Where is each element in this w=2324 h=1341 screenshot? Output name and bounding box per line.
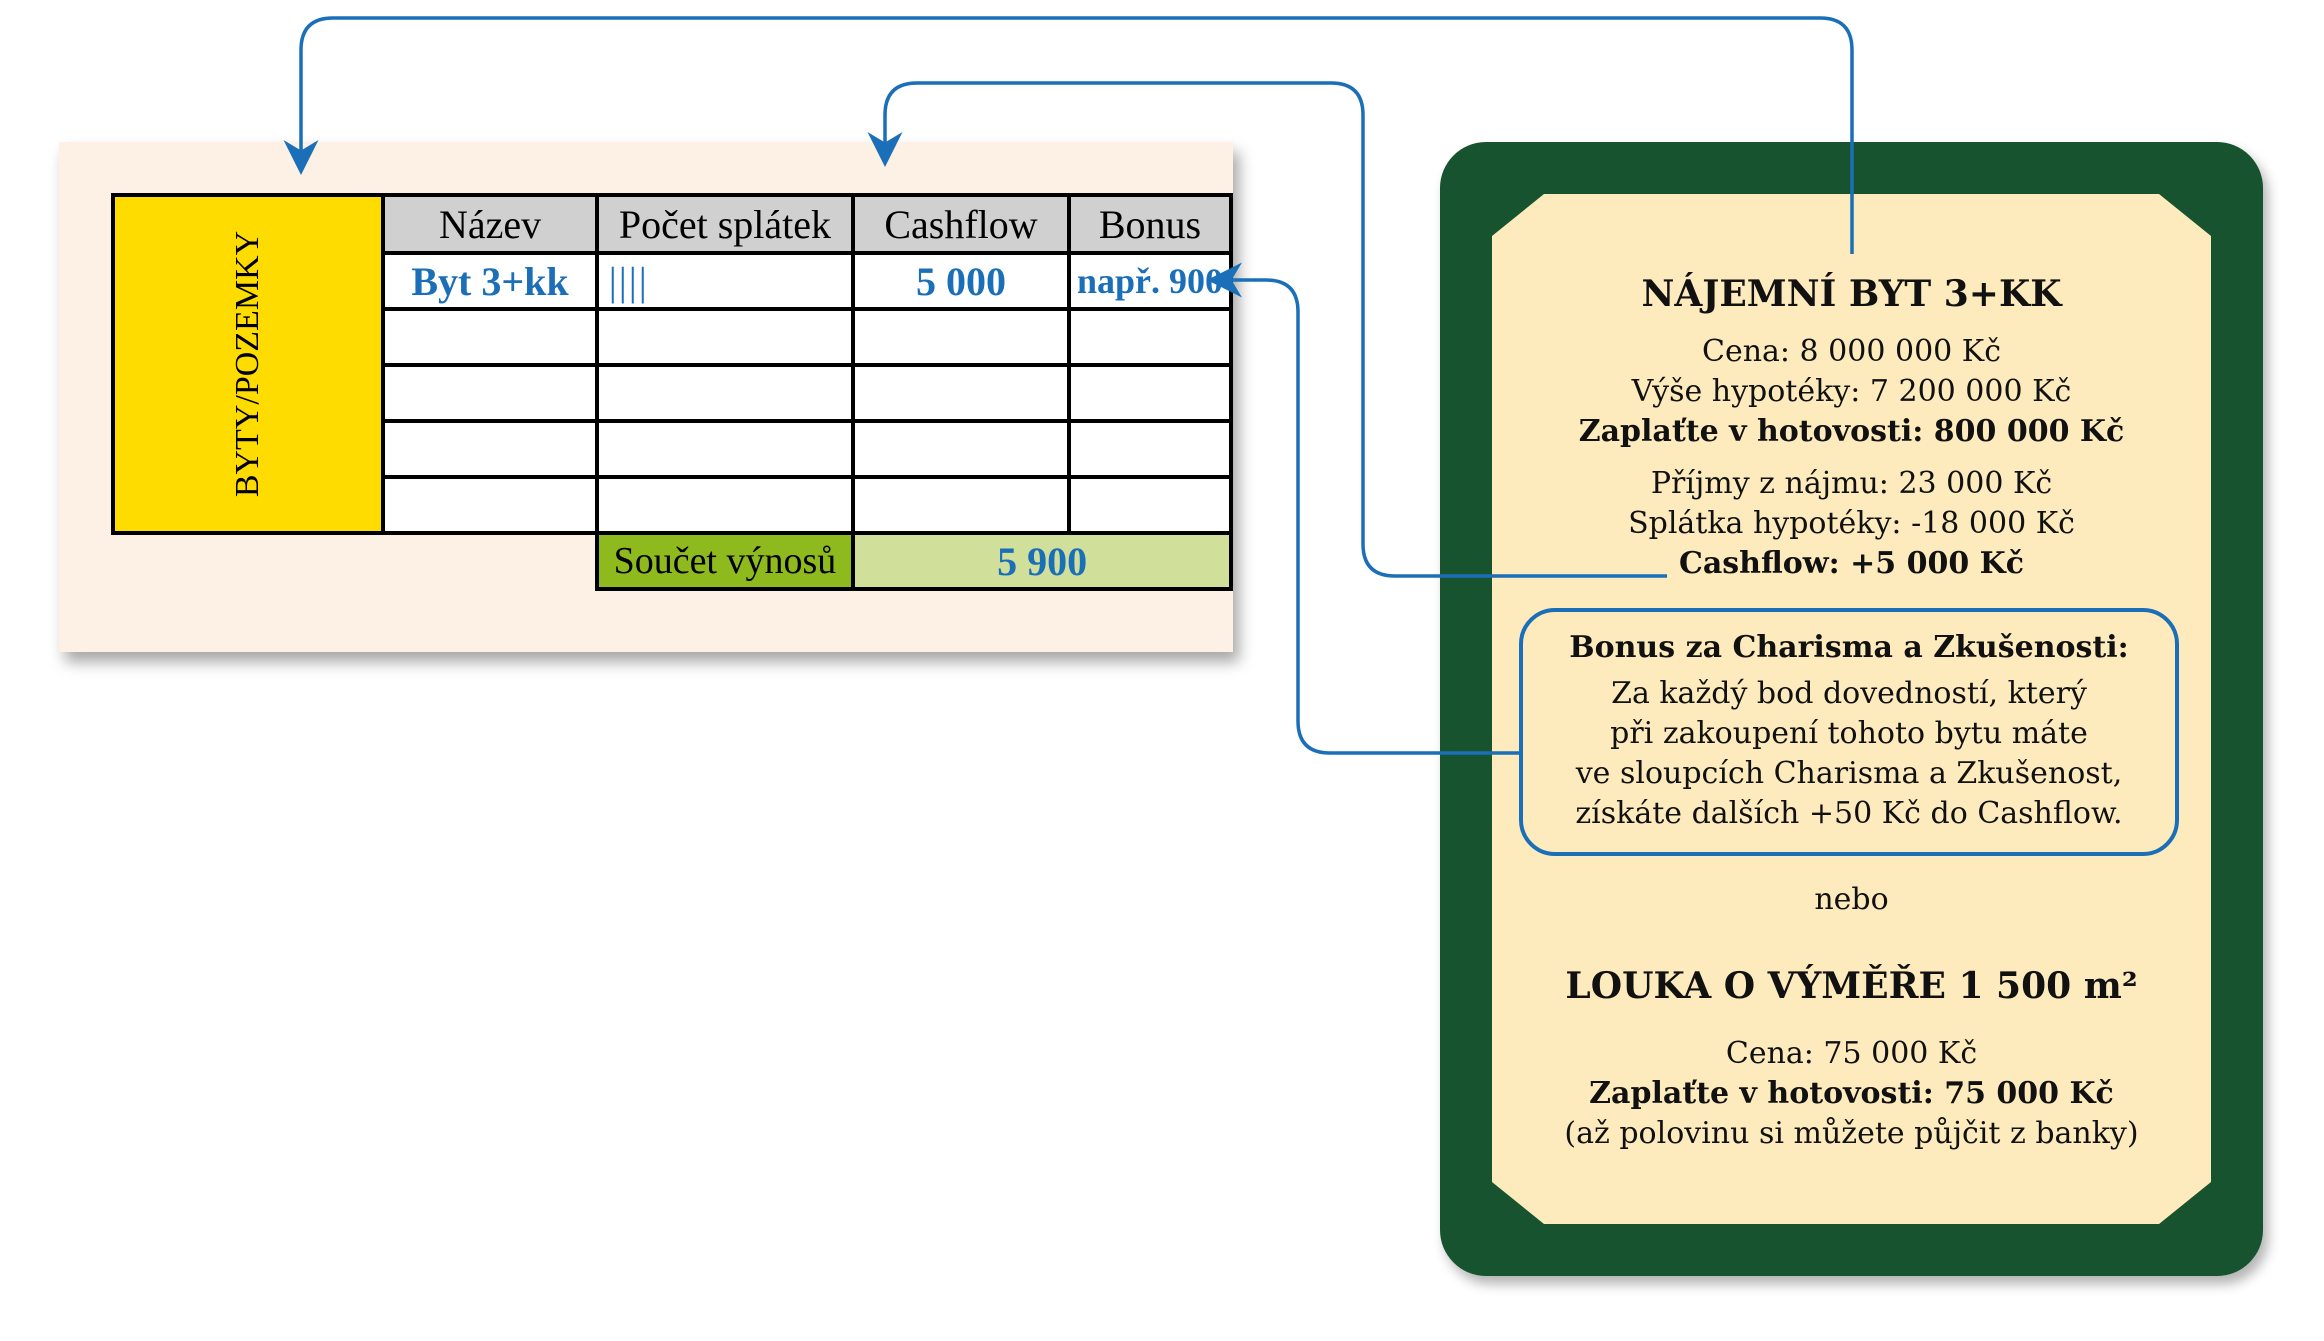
arrow-cashflow-to-cashflow-column	[867, 81, 1667, 578]
sum-value[interactable]: 5 900	[851, 531, 1233, 591]
cell[interactable]	[594, 307, 856, 367]
table-row	[113, 475, 1234, 535]
cell[interactable]	[381, 307, 599, 367]
table-row	[113, 363, 1234, 423]
header-name: Název	[381, 193, 599, 255]
cell[interactable]	[1066, 475, 1234, 535]
sum-label: Součet výnosů	[594, 531, 856, 591]
cell[interactable]	[851, 475, 1071, 535]
cell[interactable]	[381, 419, 599, 479]
header-cashflow: Cashflow	[851, 193, 1071, 255]
rent-income: Příjmy z nájmu: 23 000 Kč	[1650, 466, 2053, 501]
cell-installments[interactable]: ||||	[594, 251, 856, 311]
pay-cash: Zaplaťte v hotovosti: 800 000 Kč	[1578, 414, 2125, 449]
pay-cash-meadow: Zaplaťte v hotovosti: 75 000 Kč	[1589, 1076, 2114, 1111]
card-title-meadow: LOUKA O VÝMĚŘE 1 500 m²	[1565, 965, 2138, 1007]
category-label: BYTY/POZEMKY	[110, 193, 386, 535]
bonus-line: Za každý bod dovedností, který	[1611, 676, 2087, 711]
price: Cena: 8 000 000 Kč	[1702, 334, 2001, 369]
table-row: Byt 3+kk |||| 5 000 např. 900	[113, 251, 1234, 311]
mortgage-installment: Splátka hypotéky: -18 000 Kč	[1628, 506, 2075, 541]
or-text: nebo	[1814, 882, 1889, 917]
bonus-line: při zakoupení tohoto bytu máte	[1610, 716, 2088, 751]
cell-bonus[interactable]: např. 900	[1066, 251, 1234, 311]
cell[interactable]	[851, 363, 1071, 423]
bonus-line: ve sloupcích Charisma a Zkušenost,	[1575, 756, 2123, 791]
bonus-box: Bonus za Charisma a Zkušenosti: Za každý…	[1519, 608, 2179, 856]
bonus-title: Bonus za Charisma a Zkušenosti:	[1569, 630, 2129, 665]
card-title-apartment: NÁJEMNÍ BYT 3+KK	[1641, 273, 2062, 315]
cell[interactable]	[594, 475, 856, 535]
cell[interactable]	[1066, 363, 1234, 423]
cell[interactable]	[851, 419, 1071, 479]
header-bonus: Bonus	[1066, 193, 1234, 255]
loan-note: (až polovinu si můžete půjčit z banky)	[1564, 1116, 2139, 1151]
table-row	[113, 307, 1234, 367]
price-meadow: Cena: 75 000 Kč	[1725, 1036, 1978, 1071]
cell-name[interactable]: Byt 3+kk	[381, 251, 599, 311]
mortgage: Výše hypotéky: 7 200 000 Kč	[1631, 374, 2072, 409]
arrow-bonus-to-bonus-column	[1207, 262, 1519, 755]
cell[interactable]	[1066, 307, 1234, 367]
cell[interactable]	[381, 363, 599, 423]
arrow-title-to-name	[283, 16, 1854, 254]
score-sheet: BYTY/POZEMKY Název Počet splátek Cashflo…	[59, 142, 1234, 652]
assets-table: BYTY/POZEMKY Název Počet splátek Cashflo…	[110, 193, 1234, 591]
header-installments: Počet splátek	[594, 193, 856, 255]
cell[interactable]	[1066, 419, 1234, 479]
property-card: NÁJEMNÍ BYT 3+KK Cena: 8 000 000 Kč Výše…	[1440, 142, 2263, 1276]
bonus-line: získáte dalších +50 Kč do Cashflow.	[1575, 796, 2123, 831]
cell-cashflow[interactable]: 5 000	[851, 251, 1071, 311]
cashflow: Cashflow: +5 000 Kč	[1678, 546, 2025, 581]
cell[interactable]	[594, 363, 856, 423]
table-row	[113, 419, 1234, 479]
cell[interactable]	[851, 307, 1071, 367]
cell[interactable]	[594, 419, 856, 479]
card-face: NÁJEMNÍ BYT 3+KK Cena: 8 000 000 Kč Výše…	[1492, 194, 2211, 1224]
cell[interactable]	[381, 475, 599, 535]
